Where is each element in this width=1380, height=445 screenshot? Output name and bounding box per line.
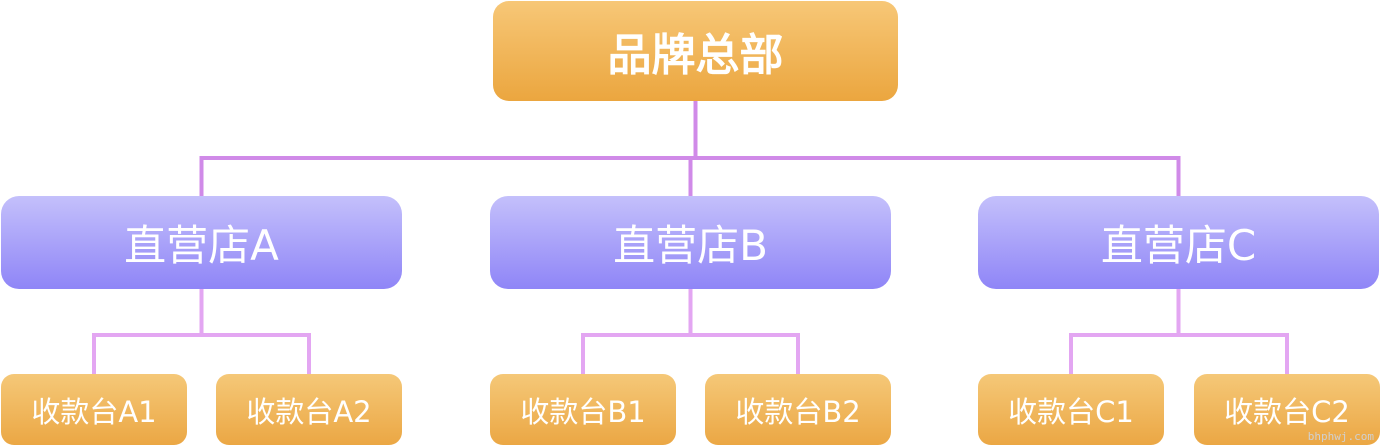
store-node-a: 直营店A (1, 196, 402, 289)
register-node-c1: 收款台C1 (978, 374, 1164, 445)
store-node-c: 直营店C (978, 196, 1379, 289)
register-node-b1: 收款台B1 (490, 374, 676, 445)
watermark: bhphwj.com (1307, 430, 1374, 443)
register-node-b2: 收款台B2 (705, 374, 891, 445)
register-node-a1: 收款台A1 (1, 374, 187, 445)
headquarters-node: 品牌总部 (493, 1, 898, 101)
register-node-c2: 收款台C2 (1194, 374, 1380, 445)
register-node-a2: 收款台A2 (216, 374, 402, 445)
store-node-b: 直营店B (490, 196, 891, 289)
